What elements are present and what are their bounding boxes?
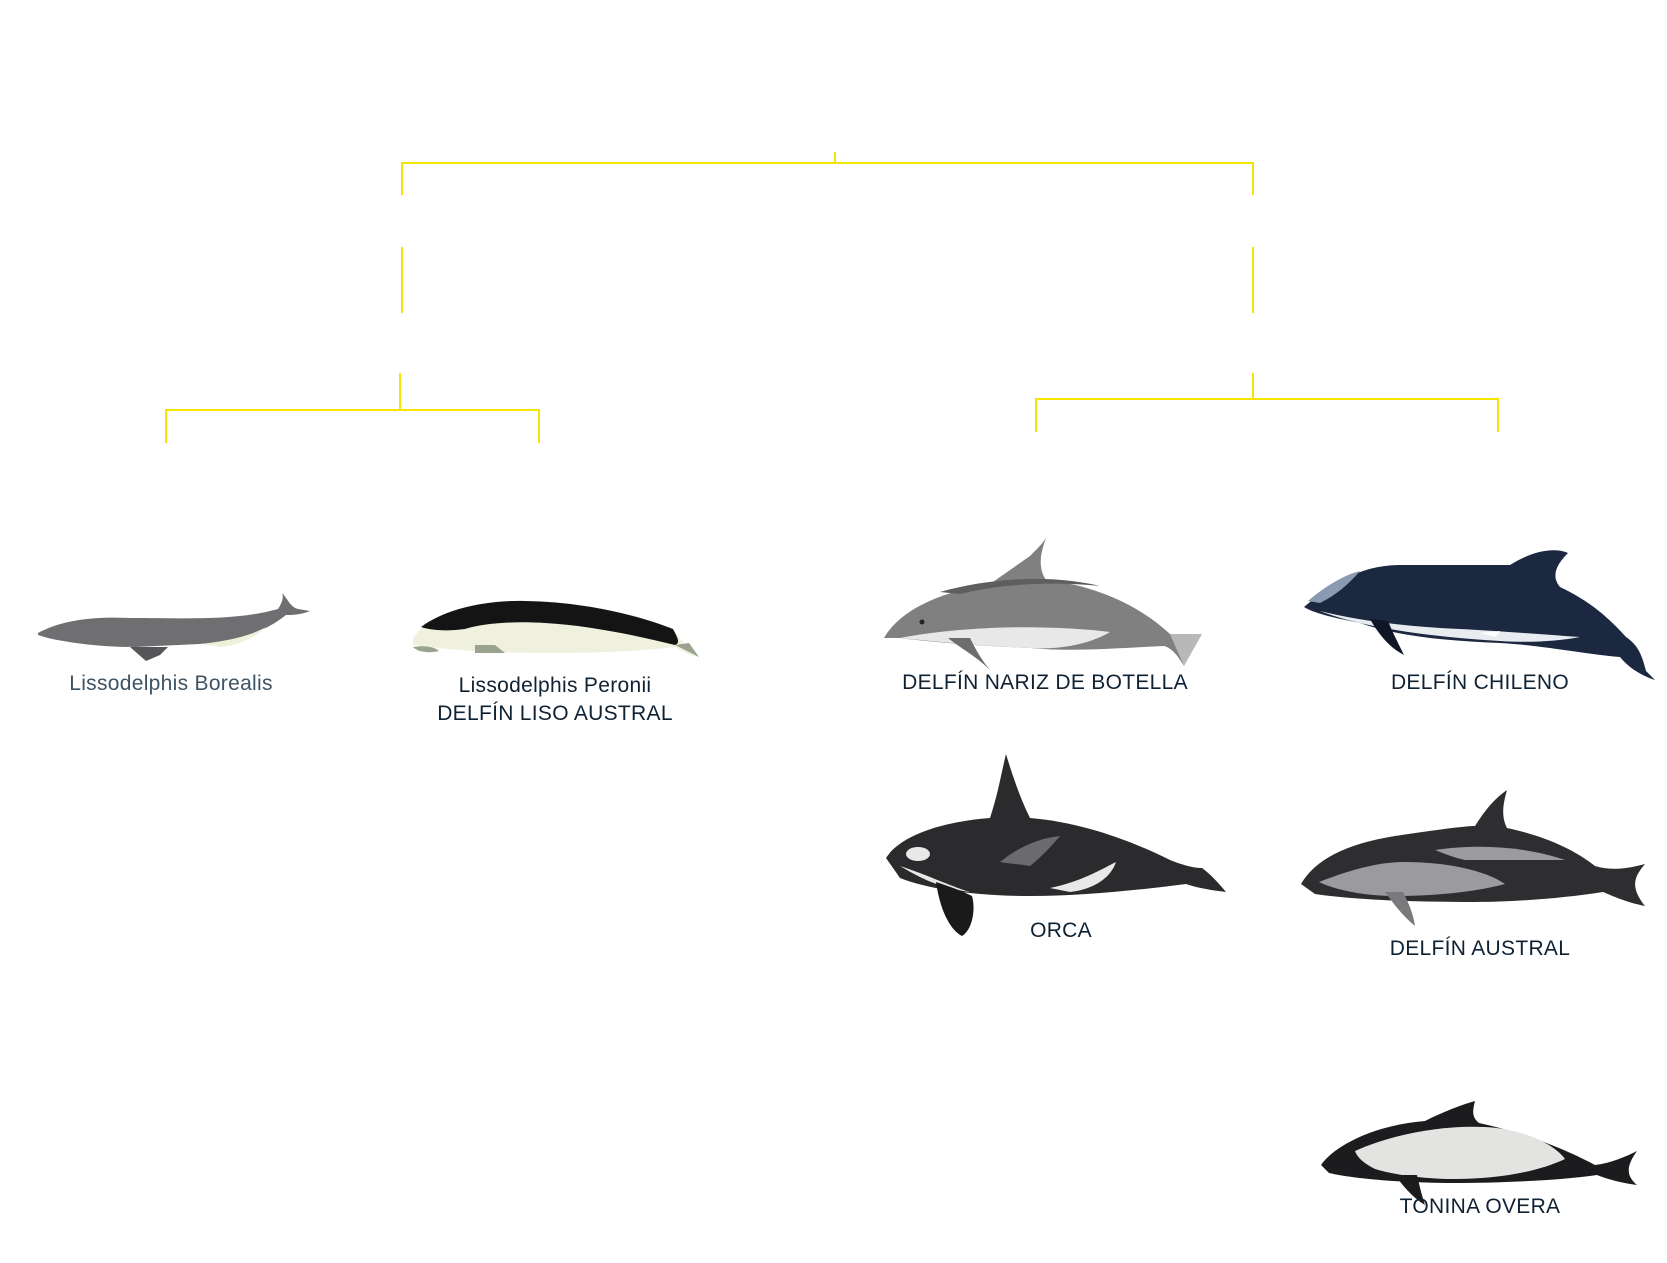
northern-right-whale-dolphin-icon bbox=[38, 593, 310, 661]
left-sub-bracket bbox=[165, 409, 540, 443]
species-label-commerson: TONINA OVERA bbox=[1399, 1195, 1561, 1218]
species-label-peronii: Lissodelphis Peronii bbox=[458, 674, 652, 697]
bottlenose-dolphin-icon bbox=[884, 538, 1202, 670]
southern-right-whale-dolphin-icon bbox=[413, 600, 699, 657]
chilean-dolphin-icon bbox=[1304, 550, 1655, 680]
orca-icon bbox=[886, 754, 1226, 936]
species-label-chilean: DELFÍN CHILENO bbox=[1390, 671, 1570, 694]
species-label-orca: ORCA bbox=[1030, 919, 1092, 942]
species-label-borealis: Lissodelphis Borealis bbox=[69, 672, 273, 695]
species-common-name-peronii: DELFÍN LISO AUSTRAL bbox=[437, 702, 673, 725]
species-label-peale: DELFÍN AUSTRAL bbox=[1389, 937, 1571, 960]
root-bracket bbox=[401, 162, 1254, 195]
right-sub-bracket bbox=[1035, 398, 1499, 432]
commersons-dolphin-icon bbox=[1321, 1101, 1637, 1205]
peales-dolphin-icon bbox=[1301, 790, 1645, 926]
species-label-bottlenose: DELFÍN NARIZ DE BOTELLA bbox=[902, 671, 1188, 694]
